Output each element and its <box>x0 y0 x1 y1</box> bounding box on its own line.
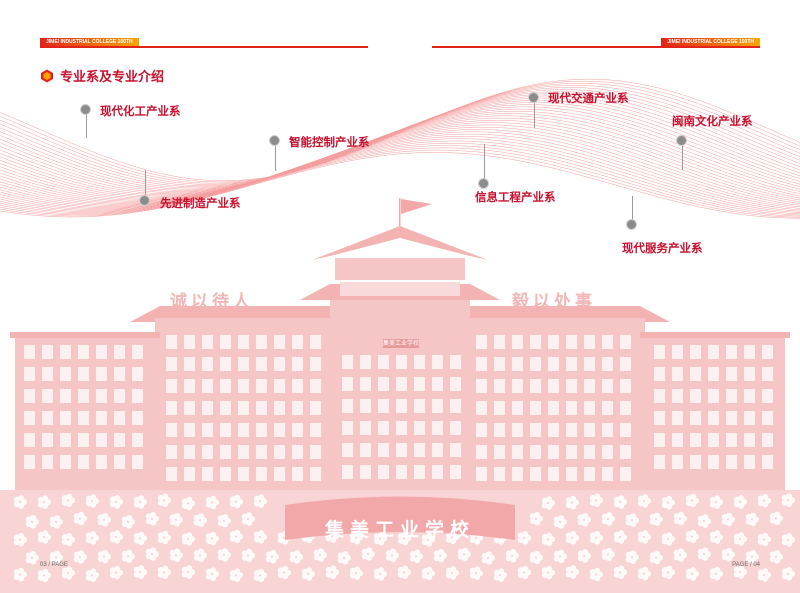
marker-stem <box>534 100 536 128</box>
marker-dot <box>528 92 539 103</box>
dept-label-minnan-culture[interactable]: 闽南文化产业系 <box>672 116 753 128</box>
marker-dot <box>139 195 150 206</box>
header-badge-left: JIMEI INDUSTRIAL COLLEGE 100TH <box>40 38 139 47</box>
marker-stem <box>632 196 634 224</box>
dept-label-chemical[interactable]: 现代化工产业系 <box>100 106 181 118</box>
school-name-banner <box>285 496 515 540</box>
marker-dot <box>80 104 91 115</box>
marker-stem <box>484 144 486 188</box>
marker-stem <box>682 142 684 170</box>
hexagon-bullet-icon <box>41 69 53 82</box>
marker-stem <box>275 141 277 171</box>
marker-dot <box>626 219 637 230</box>
motto-right: 毅以处事 <box>512 292 596 312</box>
marker-dot <box>478 178 489 189</box>
motto-left: 诚以待人 <box>170 292 254 312</box>
dept-label-intelligent-control[interactable]: 智能控制产业系 <box>289 137 370 149</box>
school-name: 集美工业学校 <box>324 519 475 541</box>
wave-ribbon <box>0 78 800 219</box>
page-number-left: 03 / PAGE <box>40 562 68 568</box>
section-title: 专业系及专业介绍 <box>40 66 164 85</box>
marker-stem <box>145 170 147 200</box>
dept-label-modern-service[interactable]: 现代服务产业系 <box>622 243 703 255</box>
header-badge-right: JIMEI INDUSTRIAL COLLEGE 100TH <box>661 38 760 47</box>
building-plaque: 集美工业学校 <box>383 340 420 347</box>
marker-dot <box>269 135 280 146</box>
dept-label-transportation[interactable]: 现代交通产业系 <box>548 93 629 105</box>
marker-stem <box>86 110 88 138</box>
header-rule-right <box>432 46 760 48</box>
header-rule-left <box>40 46 368 48</box>
page-number-right: PAGE / 04 <box>732 562 760 568</box>
section-title-text: 专业系及专业介绍 <box>60 69 165 84</box>
dept-label-manufacturing[interactable]: 先进制造产业系 <box>160 198 241 210</box>
dept-label-information[interactable]: 信息工程产业系 <box>475 192 556 204</box>
marker-dot <box>676 135 687 146</box>
